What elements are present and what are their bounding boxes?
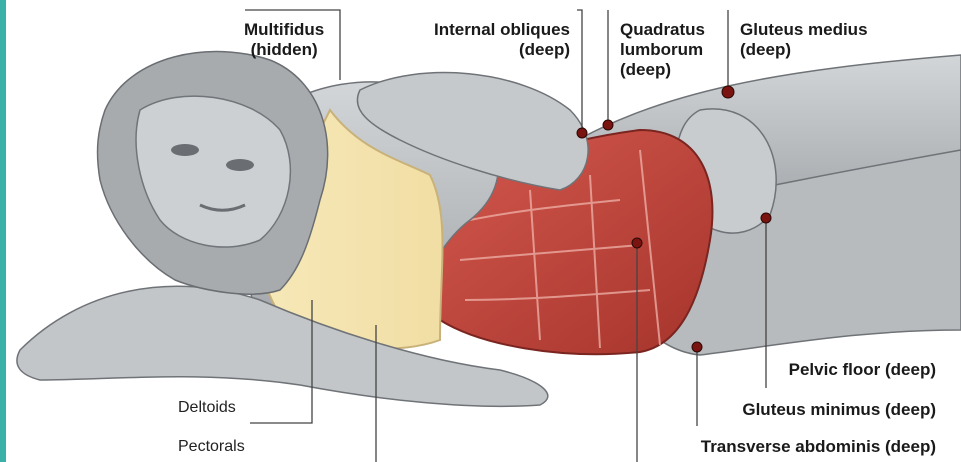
callout-dot-gluteus-medius xyxy=(722,86,734,98)
callout-dot-transverse xyxy=(632,238,642,248)
callout-dot-pelvic-floor xyxy=(761,213,771,223)
callout-dot-internal-obliques xyxy=(577,128,587,138)
label-multifidus: Multifidus (hidden) xyxy=(244,20,324,60)
label-gluteus-minimus: Gluteus minimus (deep) xyxy=(700,400,936,420)
callout-dot-gluteus-minimus xyxy=(692,342,702,352)
label-quadratus-lumborum: Quadratus lumborum (deep) xyxy=(620,20,705,80)
label-pelvic-floor: Pelvic floor (deep) xyxy=(740,360,936,380)
label-pectorals: Pectorals xyxy=(178,437,245,457)
label-deltoids: Deltoids xyxy=(178,398,236,418)
callout-dot-quadratus xyxy=(603,120,613,130)
label-gluteus-medius: Gluteus medius (deep) xyxy=(740,20,868,60)
label-internal-obliques: Internal obliques (deep) xyxy=(422,20,570,60)
label-transverse-abdominis: Transverse abdominis (deep) xyxy=(660,437,936,457)
